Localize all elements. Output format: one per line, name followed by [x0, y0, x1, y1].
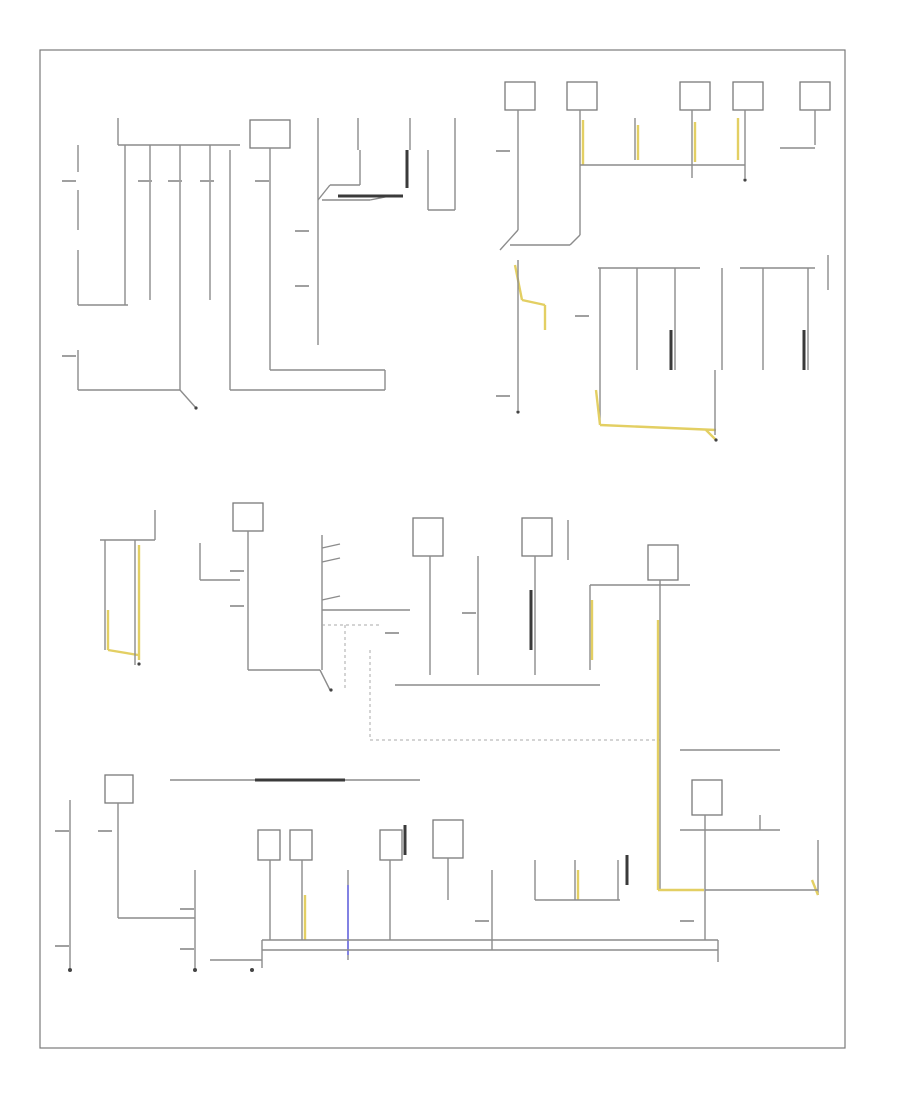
ground-point-icon	[329, 688, 333, 692]
ground-point-icon	[516, 410, 520, 414]
transmission-sensor-box	[504, 81, 536, 111]
bottom-section	[68, 749, 820, 972]
ground-point-icon	[714, 438, 718, 442]
middle-section	[395, 517, 704, 892]
module-box-c	[799, 81, 831, 111]
ground-point-icon	[68, 968, 72, 972]
module-box-a	[679, 81, 711, 111]
top-middle-section	[317, 118, 456, 345]
diagram-frame	[39, 49, 846, 1049]
module-box-b	[732, 81, 764, 111]
top-left-section	[77, 118, 386, 410]
switch-module-box	[289, 829, 313, 861]
ground-point-icon	[250, 968, 254, 972]
ground-point-icon	[193, 968, 197, 972]
ground-point-icon	[194, 406, 198, 410]
blower-motor-box	[691, 779, 723, 816]
middle-left-section	[100, 502, 660, 741]
relay-box-b	[647, 544, 679, 581]
connector-labels	[55, 150, 694, 950]
dimmer-module-box	[257, 829, 281, 861]
fuse-box	[104, 774, 134, 804]
relay-box-a	[232, 502, 264, 532]
power-module-box	[432, 819, 464, 859]
cooling-fan-box	[566, 81, 598, 111]
ground-point-icon	[743, 178, 747, 182]
engine-module-box	[412, 517, 444, 557]
combination-meter-box	[521, 517, 553, 557]
heater-module-box	[379, 829, 403, 861]
transmission-control-module-box	[249, 119, 291, 149]
ground-point-icon	[137, 662, 141, 666]
top-right-section	[499, 81, 831, 442]
